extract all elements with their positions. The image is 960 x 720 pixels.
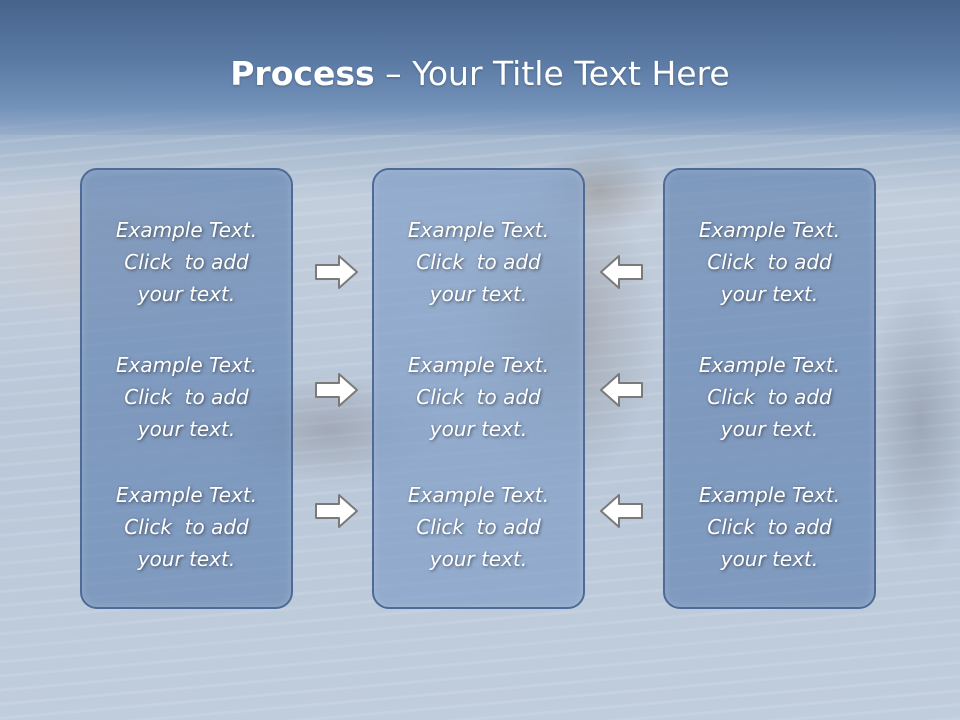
text-line: Click to add bbox=[707, 250, 832, 274]
process-panel-right[interactable]: Example Text. Click to add your text. Ex… bbox=[663, 168, 876, 609]
text-line: Click to add bbox=[124, 515, 249, 539]
text-block[interactable]: Example Text. Click to add your text. bbox=[374, 479, 583, 575]
text-block[interactable]: Example Text. Click to add your text. bbox=[665, 349, 874, 445]
text-block[interactable]: Example Text. Click to add your text. bbox=[82, 214, 291, 310]
arrow-right-icon bbox=[315, 255, 358, 289]
text-line: Click to add bbox=[416, 385, 541, 409]
text-line: your text. bbox=[137, 282, 236, 306]
text-line: Example Text. bbox=[115, 483, 258, 507]
text-block[interactable]: Example Text. Click to add your text. bbox=[374, 349, 583, 445]
text-line: Click to add bbox=[707, 385, 832, 409]
text-line: Click to add bbox=[416, 250, 541, 274]
title-rest: – Your Title Text Here bbox=[374, 54, 730, 93]
text-line: Click to add bbox=[707, 515, 832, 539]
text-block[interactable]: Example Text. Click to add your text. bbox=[665, 214, 874, 310]
arrow-right-icon bbox=[315, 373, 358, 407]
text-line: Example Text. bbox=[115, 218, 258, 242]
arrow-right-icon bbox=[315, 494, 358, 528]
arrow-left-icon bbox=[600, 373, 643, 407]
title-bold: Process bbox=[230, 54, 375, 93]
text-line: Example Text. bbox=[698, 218, 841, 242]
text-line: your text. bbox=[720, 417, 819, 441]
arrow-left-icon bbox=[600, 494, 643, 528]
text-line: your text. bbox=[137, 417, 236, 441]
text-block[interactable]: Example Text. Click to add your text. bbox=[82, 479, 291, 575]
text-line: Example Text. bbox=[115, 353, 258, 377]
text-block[interactable]: Example Text. Click to add your text. bbox=[374, 214, 583, 310]
text-line: your text. bbox=[429, 417, 528, 441]
arrow-left-icon bbox=[600, 255, 643, 289]
text-line: Example Text. bbox=[698, 353, 841, 377]
text-line: Click to add bbox=[124, 385, 249, 409]
slide-title[interactable]: Process – Your Title Text Here bbox=[0, 54, 960, 93]
text-line: Click to add bbox=[124, 250, 249, 274]
text-block[interactable]: Example Text. Click to add your text. bbox=[665, 479, 874, 575]
text-line: Example Text. bbox=[407, 218, 550, 242]
text-block[interactable]: Example Text. Click to add your text. bbox=[82, 349, 291, 445]
text-line: your text. bbox=[720, 547, 819, 571]
text-line: your text. bbox=[137, 547, 236, 571]
text-line: your text. bbox=[429, 282, 528, 306]
process-panel-center[interactable]: Example Text. Click to add your text. Ex… bbox=[372, 168, 585, 609]
text-line: your text. bbox=[720, 282, 819, 306]
text-line: your text. bbox=[429, 547, 528, 571]
process-panel-left[interactable]: Example Text. Click to add your text. Ex… bbox=[80, 168, 293, 609]
text-line: Click to add bbox=[416, 515, 541, 539]
title-band bbox=[0, 0, 960, 135]
text-line: Example Text. bbox=[407, 483, 550, 507]
text-line: Example Text. bbox=[698, 483, 841, 507]
text-line: Example Text. bbox=[407, 353, 550, 377]
